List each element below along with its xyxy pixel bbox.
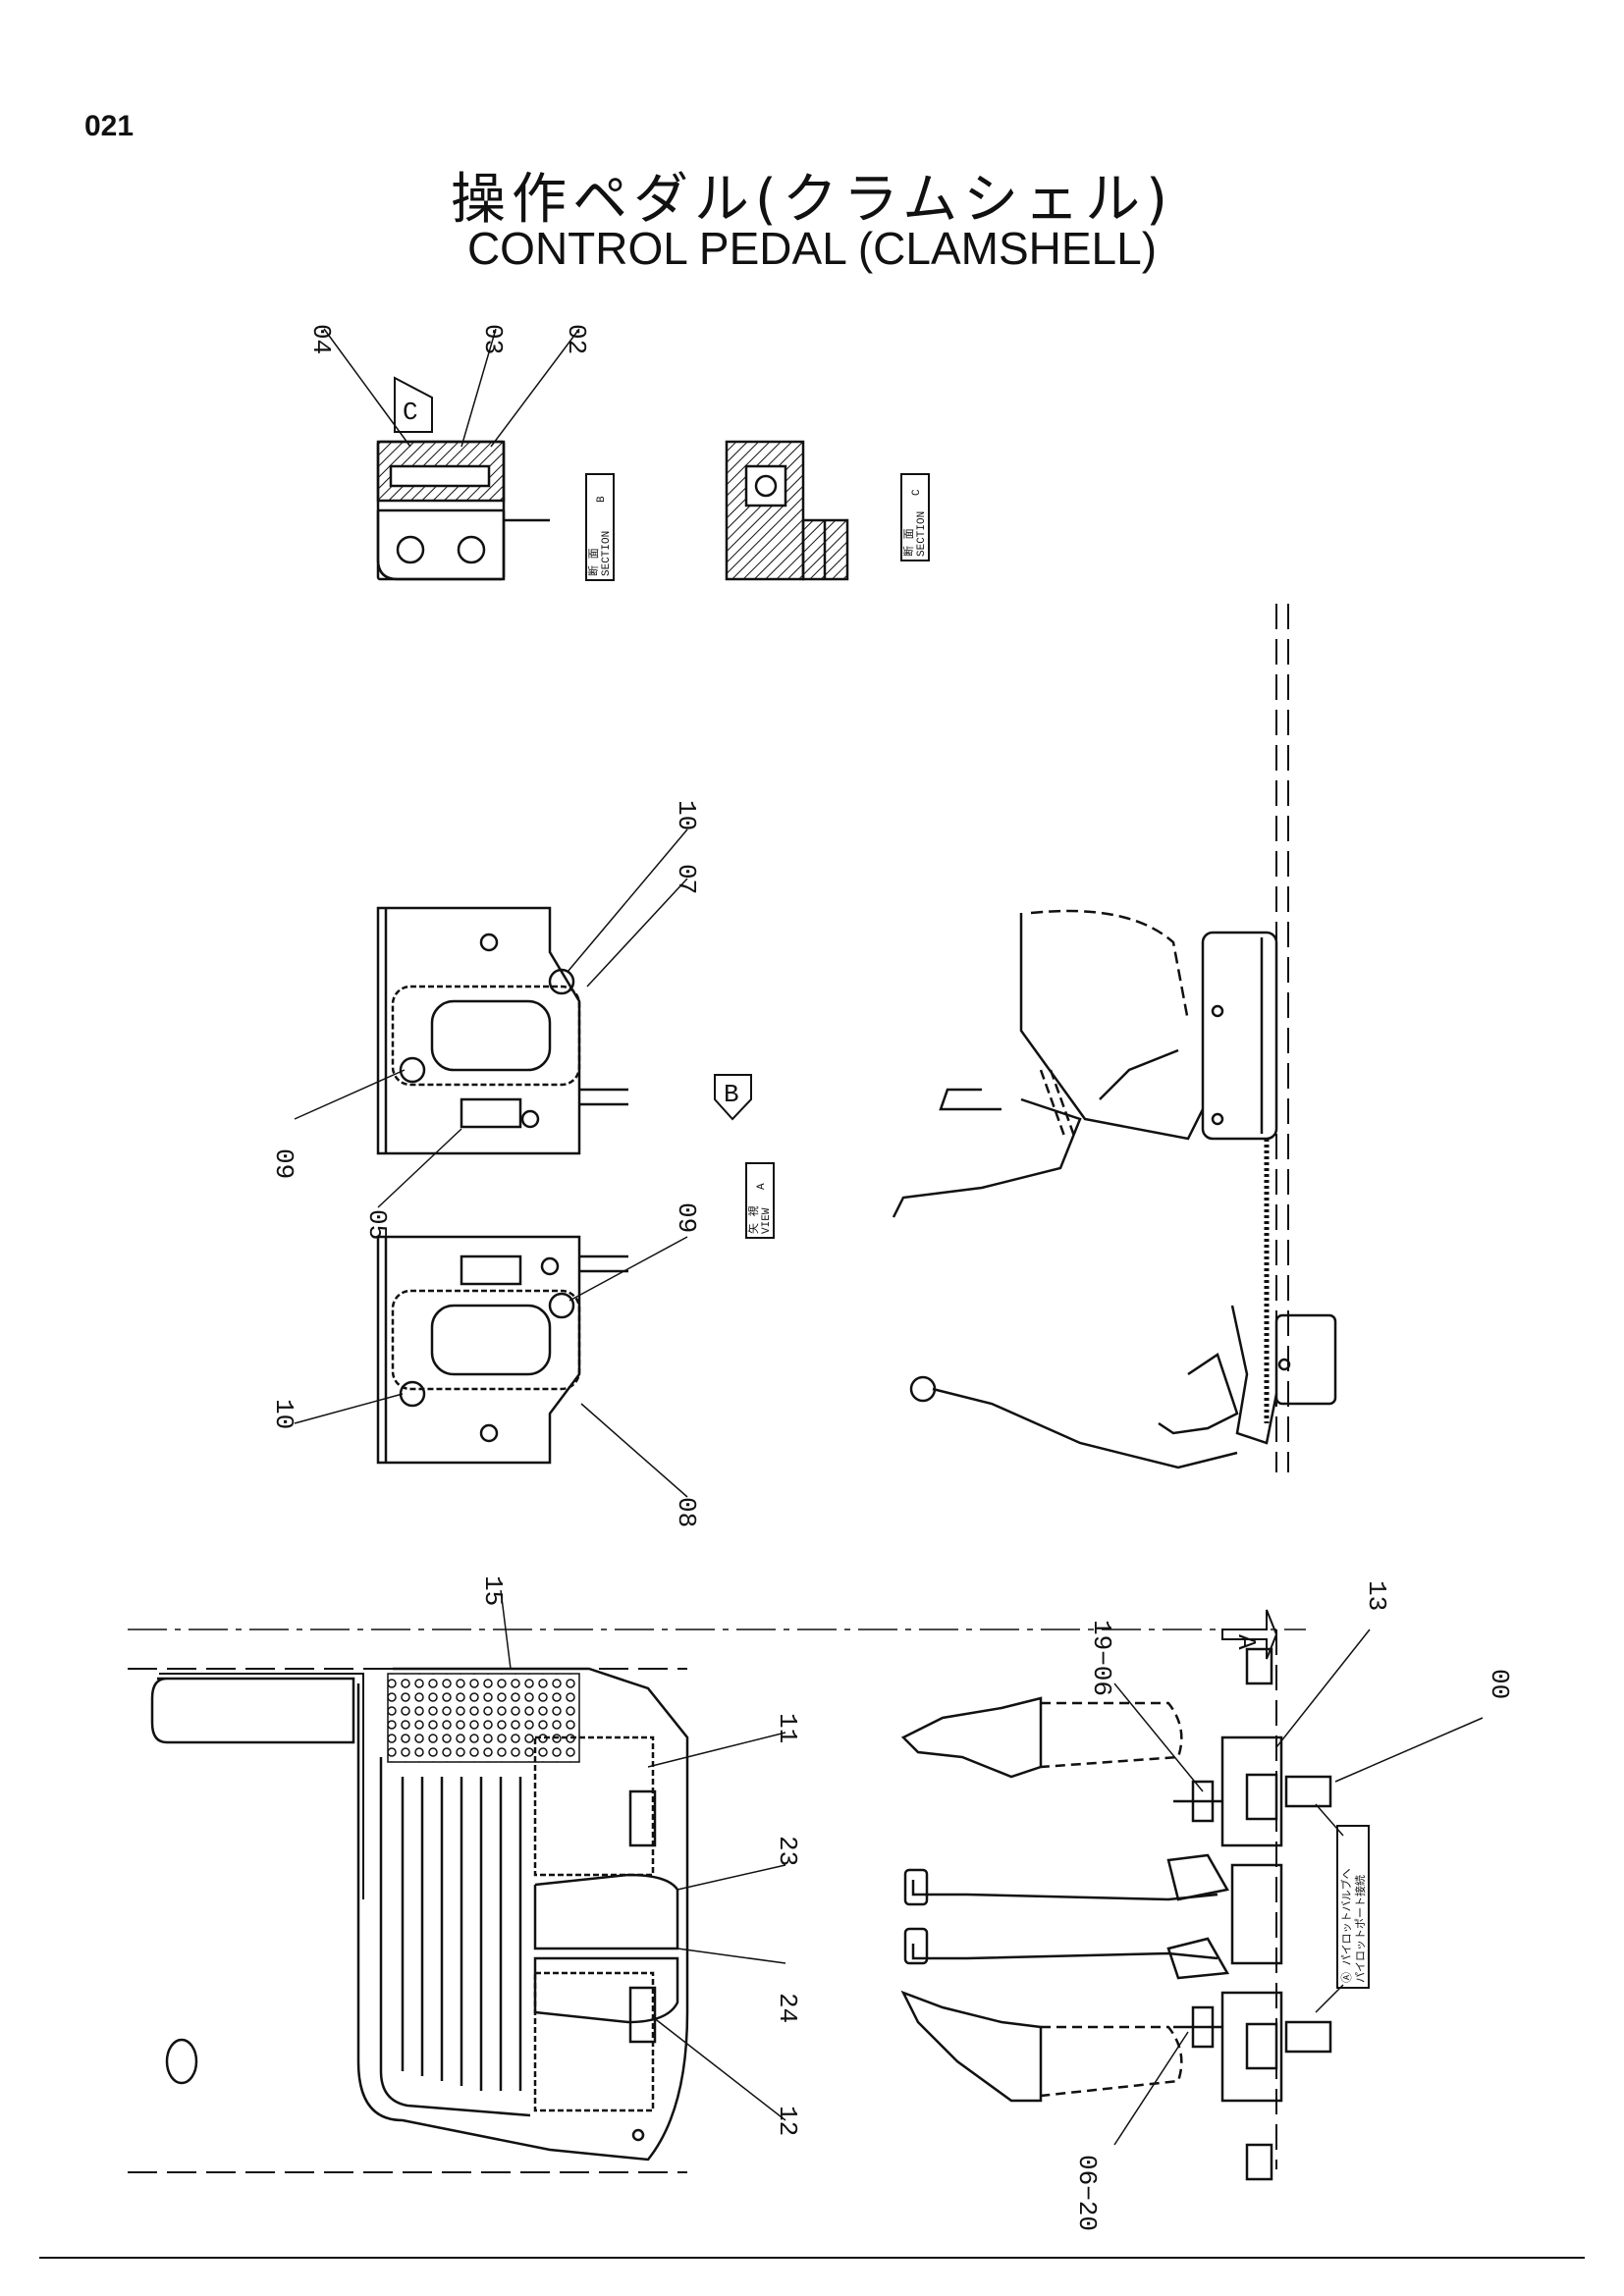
view-marker-c-letter: C — [403, 398, 418, 427]
callout-12: 12 — [773, 2106, 802, 2136]
callout-09-right: 09 — [672, 1202, 701, 1233]
callout-15: 15 — [478, 1575, 508, 1606]
pedal-base-upper — [376, 906, 628, 1155]
callout-09-left: 09 — [269, 1148, 298, 1179]
view-a-tag: 矢 視 VIEW A — [745, 1162, 775, 1239]
callout-19-06: 19−06 — [1087, 1620, 1116, 1696]
callout-10-upper: 10 — [672, 800, 701, 830]
section-b-tag: 断 面 SECTION B — [585, 473, 615, 581]
pedal-base-lower — [376, 1235, 628, 1465]
side-view-pedal — [892, 604, 1337, 1472]
front-view-pedals — [900, 1629, 1332, 2181]
callout-03: 03 — [478, 324, 508, 354]
callout-04: 04 — [306, 324, 336, 354]
top-view-floor — [128, 1629, 1306, 2173]
view-marker-b: B — [714, 1074, 752, 1121]
callout-05: 05 — [362, 1209, 392, 1240]
section-b-en: SECTION — [601, 531, 613, 576]
callouts-view-a — [294, 828, 688, 1498]
section-b-detail — [376, 440, 550, 581]
callout-11: 11 — [773, 1713, 802, 1743]
callout-08: 08 — [672, 1497, 701, 1527]
callout-10-lower: 10 — [269, 1399, 298, 1429]
callout-02: 02 — [562, 324, 591, 354]
section-b-letter: B — [596, 496, 608, 503]
callouts-top-view — [500, 1589, 786, 2121]
view-marker-a-letter: A — [1231, 1634, 1261, 1650]
callout-00: 00 — [1485, 1669, 1514, 1699]
callouts-top — [323, 328, 580, 448]
section-c-detail — [725, 440, 849, 581]
note-box-line2: パイロットポート接続 — [1353, 1875, 1368, 1983]
section-c-jp: 断 面 — [901, 528, 916, 557]
title-english: CONTROL PEDAL (CLAMSHELL) — [466, 223, 1158, 274]
callouts-front-view — [1113, 1629, 1484, 2146]
section-c-en: SECTION — [916, 511, 928, 557]
callout-23: 23 — [773, 1836, 802, 1866]
callout-13: 13 — [1362, 1580, 1391, 1611]
view-a-en: VIEW — [761, 1207, 773, 1234]
title-japanese: 操作ペダル(クラムシェル) — [450, 168, 1173, 232]
note-box-line1: Ⓐ パイロットバルブへ — [1339, 1868, 1354, 1983]
section-c-letter: C — [911, 489, 923, 496]
note-box: Ⓐ パイロットバルブへ パイロットポート接続 — [1315, 1803, 1370, 2013]
callout-07: 07 — [672, 864, 701, 894]
callout-06-20: 06−20 — [1072, 2155, 1102, 2231]
section-b-jp: 断 面 — [586, 548, 601, 576]
callout-24: 24 — [773, 1993, 802, 2023]
section-c-tag: 断 面 SECTION C — [900, 473, 930, 561]
view-a-letter: A — [756, 1183, 768, 1190]
view-a-jp: 矢 視 — [746, 1205, 761, 1234]
view-marker-a: A — [1221, 1609, 1278, 1660]
page-number: 021 — [84, 110, 135, 142]
view-marker-c: C — [394, 376, 433, 433]
view-marker-b-letter: B — [724, 1080, 739, 1109]
